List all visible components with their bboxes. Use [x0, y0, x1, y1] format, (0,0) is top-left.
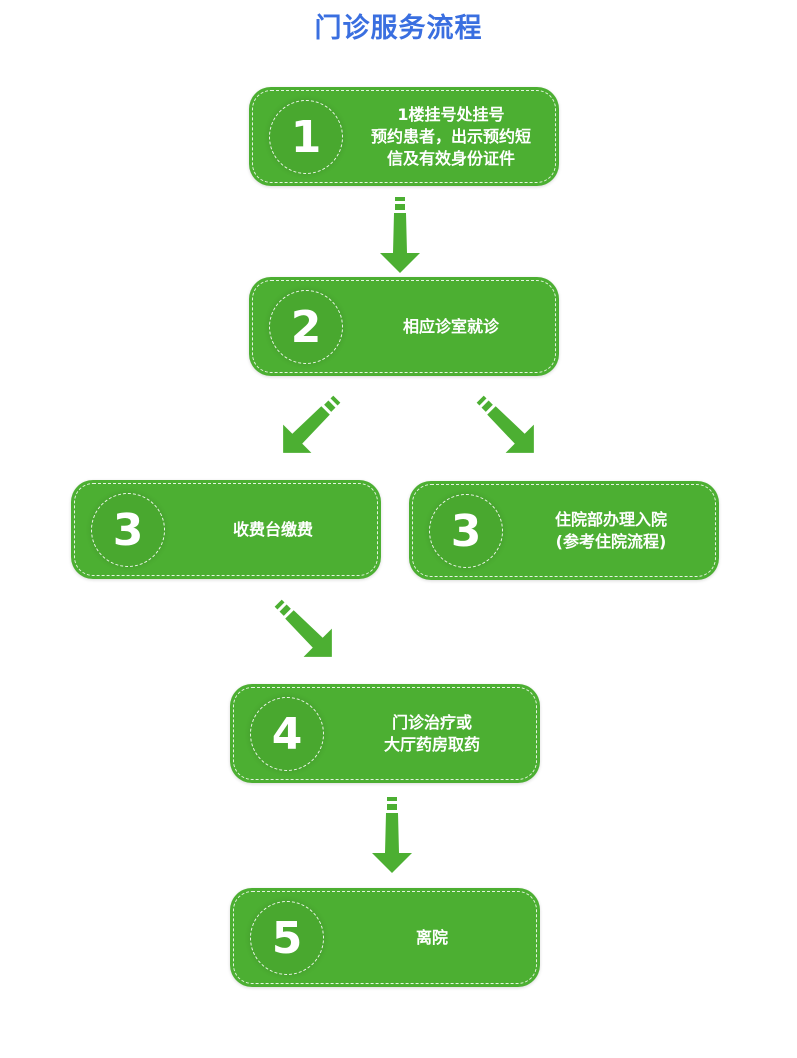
- step-5-box: 5 离院: [230, 888, 540, 987]
- step-number: 3: [91, 493, 165, 567]
- arrow-down-icon: [372, 797, 412, 873]
- step-number: 2: [269, 290, 343, 364]
- step-line: 1楼挂号处挂号: [397, 104, 505, 124]
- step-line: 收费台缴费: [232, 519, 313, 539]
- page-title: 门诊服务流程: [314, 13, 483, 44]
- step-text: 门诊治疗或 大厅药房取药: [330, 684, 534, 783]
- step-text: 相应诊室就诊: [349, 277, 553, 376]
- step-4-box: 4 门诊治疗或 大厅药房取药: [230, 684, 540, 783]
- step-2-box: 2 相应诊室就诊: [249, 277, 559, 376]
- step-line: (参考住院流程): [555, 531, 667, 551]
- step-line: 住院部办理入院: [554, 509, 667, 529]
- step-line: 门诊治疗或: [391, 712, 472, 732]
- arrow-down-icon: [380, 197, 420, 273]
- step-number: 1: [269, 100, 343, 174]
- step-3-inpatient-box: 3 住院部办理入院 (参考住院流程): [409, 481, 719, 580]
- step-line: 相应诊室就诊: [402, 316, 499, 336]
- arrow-down-right-icon: [274, 599, 332, 657]
- step-number: 4: [250, 697, 324, 771]
- step-number: 3: [429, 494, 503, 568]
- step-text: 离院: [330, 888, 534, 987]
- step-3-payment-box: 3 收费台缴费: [71, 480, 381, 579]
- step-1-box: 1 1楼挂号处挂号 预约患者，出示预约短 信及有效身份证件: [249, 87, 559, 186]
- step-line: 信及有效身份证件: [386, 148, 515, 168]
- step-line: 离院: [415, 927, 448, 947]
- arrow-down-right-icon: [476, 395, 534, 453]
- step-number: 5: [250, 901, 324, 975]
- arrow-down-left-icon: [283, 395, 341, 453]
- step-line: 大厅药房取药: [383, 734, 480, 754]
- step-line: 预约患者，出示预约短: [370, 126, 531, 146]
- step-text: 1楼挂号处挂号 预约患者，出示预约短 信及有效身份证件: [349, 87, 553, 186]
- step-text: 住院部办理入院 (参考住院流程): [509, 481, 713, 580]
- step-text: 收费台缴费: [171, 480, 375, 579]
